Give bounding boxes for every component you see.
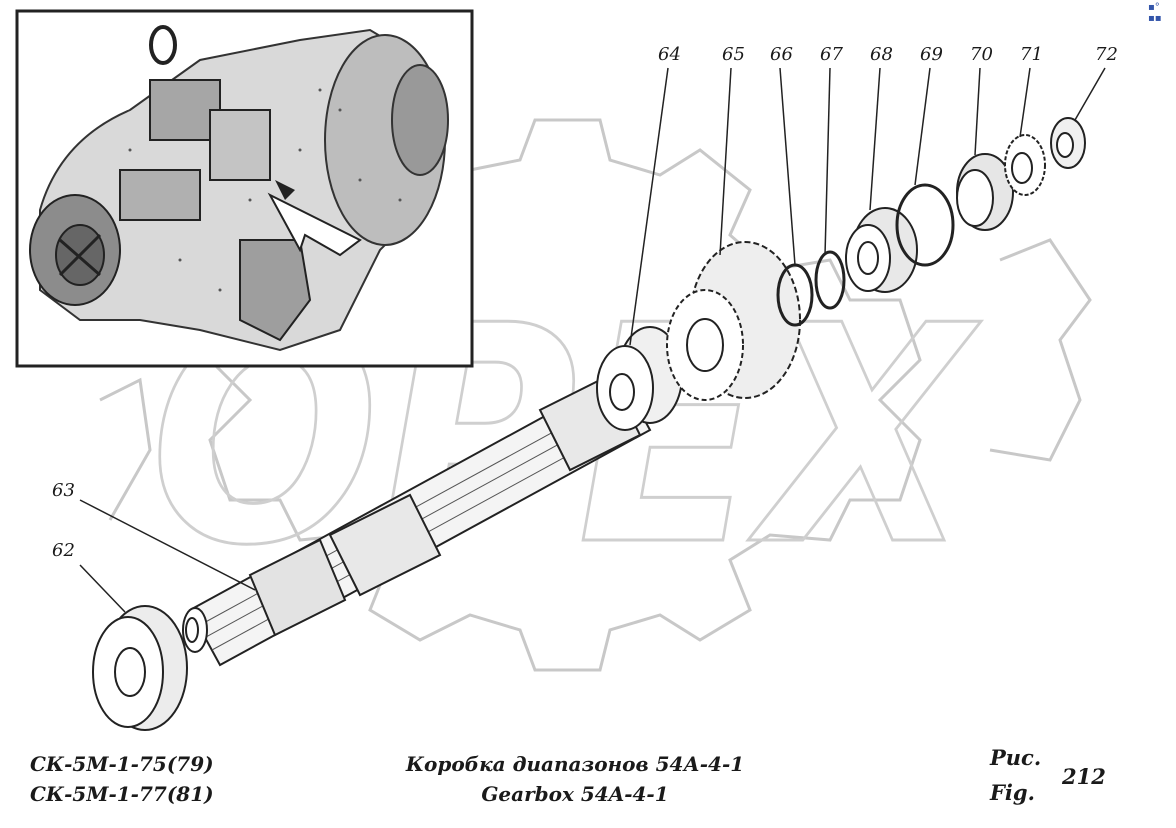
callout-70: 70 xyxy=(970,44,993,65)
fig-label-ru: Рис. xyxy=(990,745,1042,770)
gear-64 xyxy=(596,326,683,431)
callout-66: 66 xyxy=(770,44,793,65)
bearing-62 xyxy=(92,605,188,731)
bearing-68 xyxy=(845,207,918,293)
callout-64: 64 xyxy=(658,44,681,65)
callout-63: 63 xyxy=(52,480,75,501)
title-ru: Коробка диапазонов 54А-4-1 xyxy=(405,752,745,776)
callout-67: 67 xyxy=(820,44,843,65)
gear-65 xyxy=(666,241,801,401)
bearing-70 xyxy=(956,153,1014,231)
snap-ring-69 xyxy=(895,183,955,267)
callout-68: 68 xyxy=(870,44,893,65)
main-shaft xyxy=(182,373,652,667)
nut-72 xyxy=(1050,117,1086,169)
lock-washer-71 xyxy=(1004,134,1046,196)
title-en: Gearbox 54A-4-1 xyxy=(481,782,669,806)
figure-number: 212 xyxy=(1062,764,1106,789)
leader-lines xyxy=(79,67,1106,613)
callout-69: 69 xyxy=(920,44,943,65)
callout-72: 72 xyxy=(1095,44,1118,65)
corner-mark: ▪° ▪▪ xyxy=(1148,2,1162,24)
fig-label-en: Fig. xyxy=(990,780,1035,805)
ring-67 xyxy=(814,250,846,310)
inset-photo xyxy=(15,9,474,368)
model-line-1: СК-5М-1-75(79) xyxy=(30,752,214,776)
callout-65: 65 xyxy=(722,44,745,65)
callout-62: 62 xyxy=(52,540,75,561)
callout-71: 71 xyxy=(1020,44,1043,65)
model-line-2: СК-5М-1-77(81) xyxy=(30,782,214,806)
